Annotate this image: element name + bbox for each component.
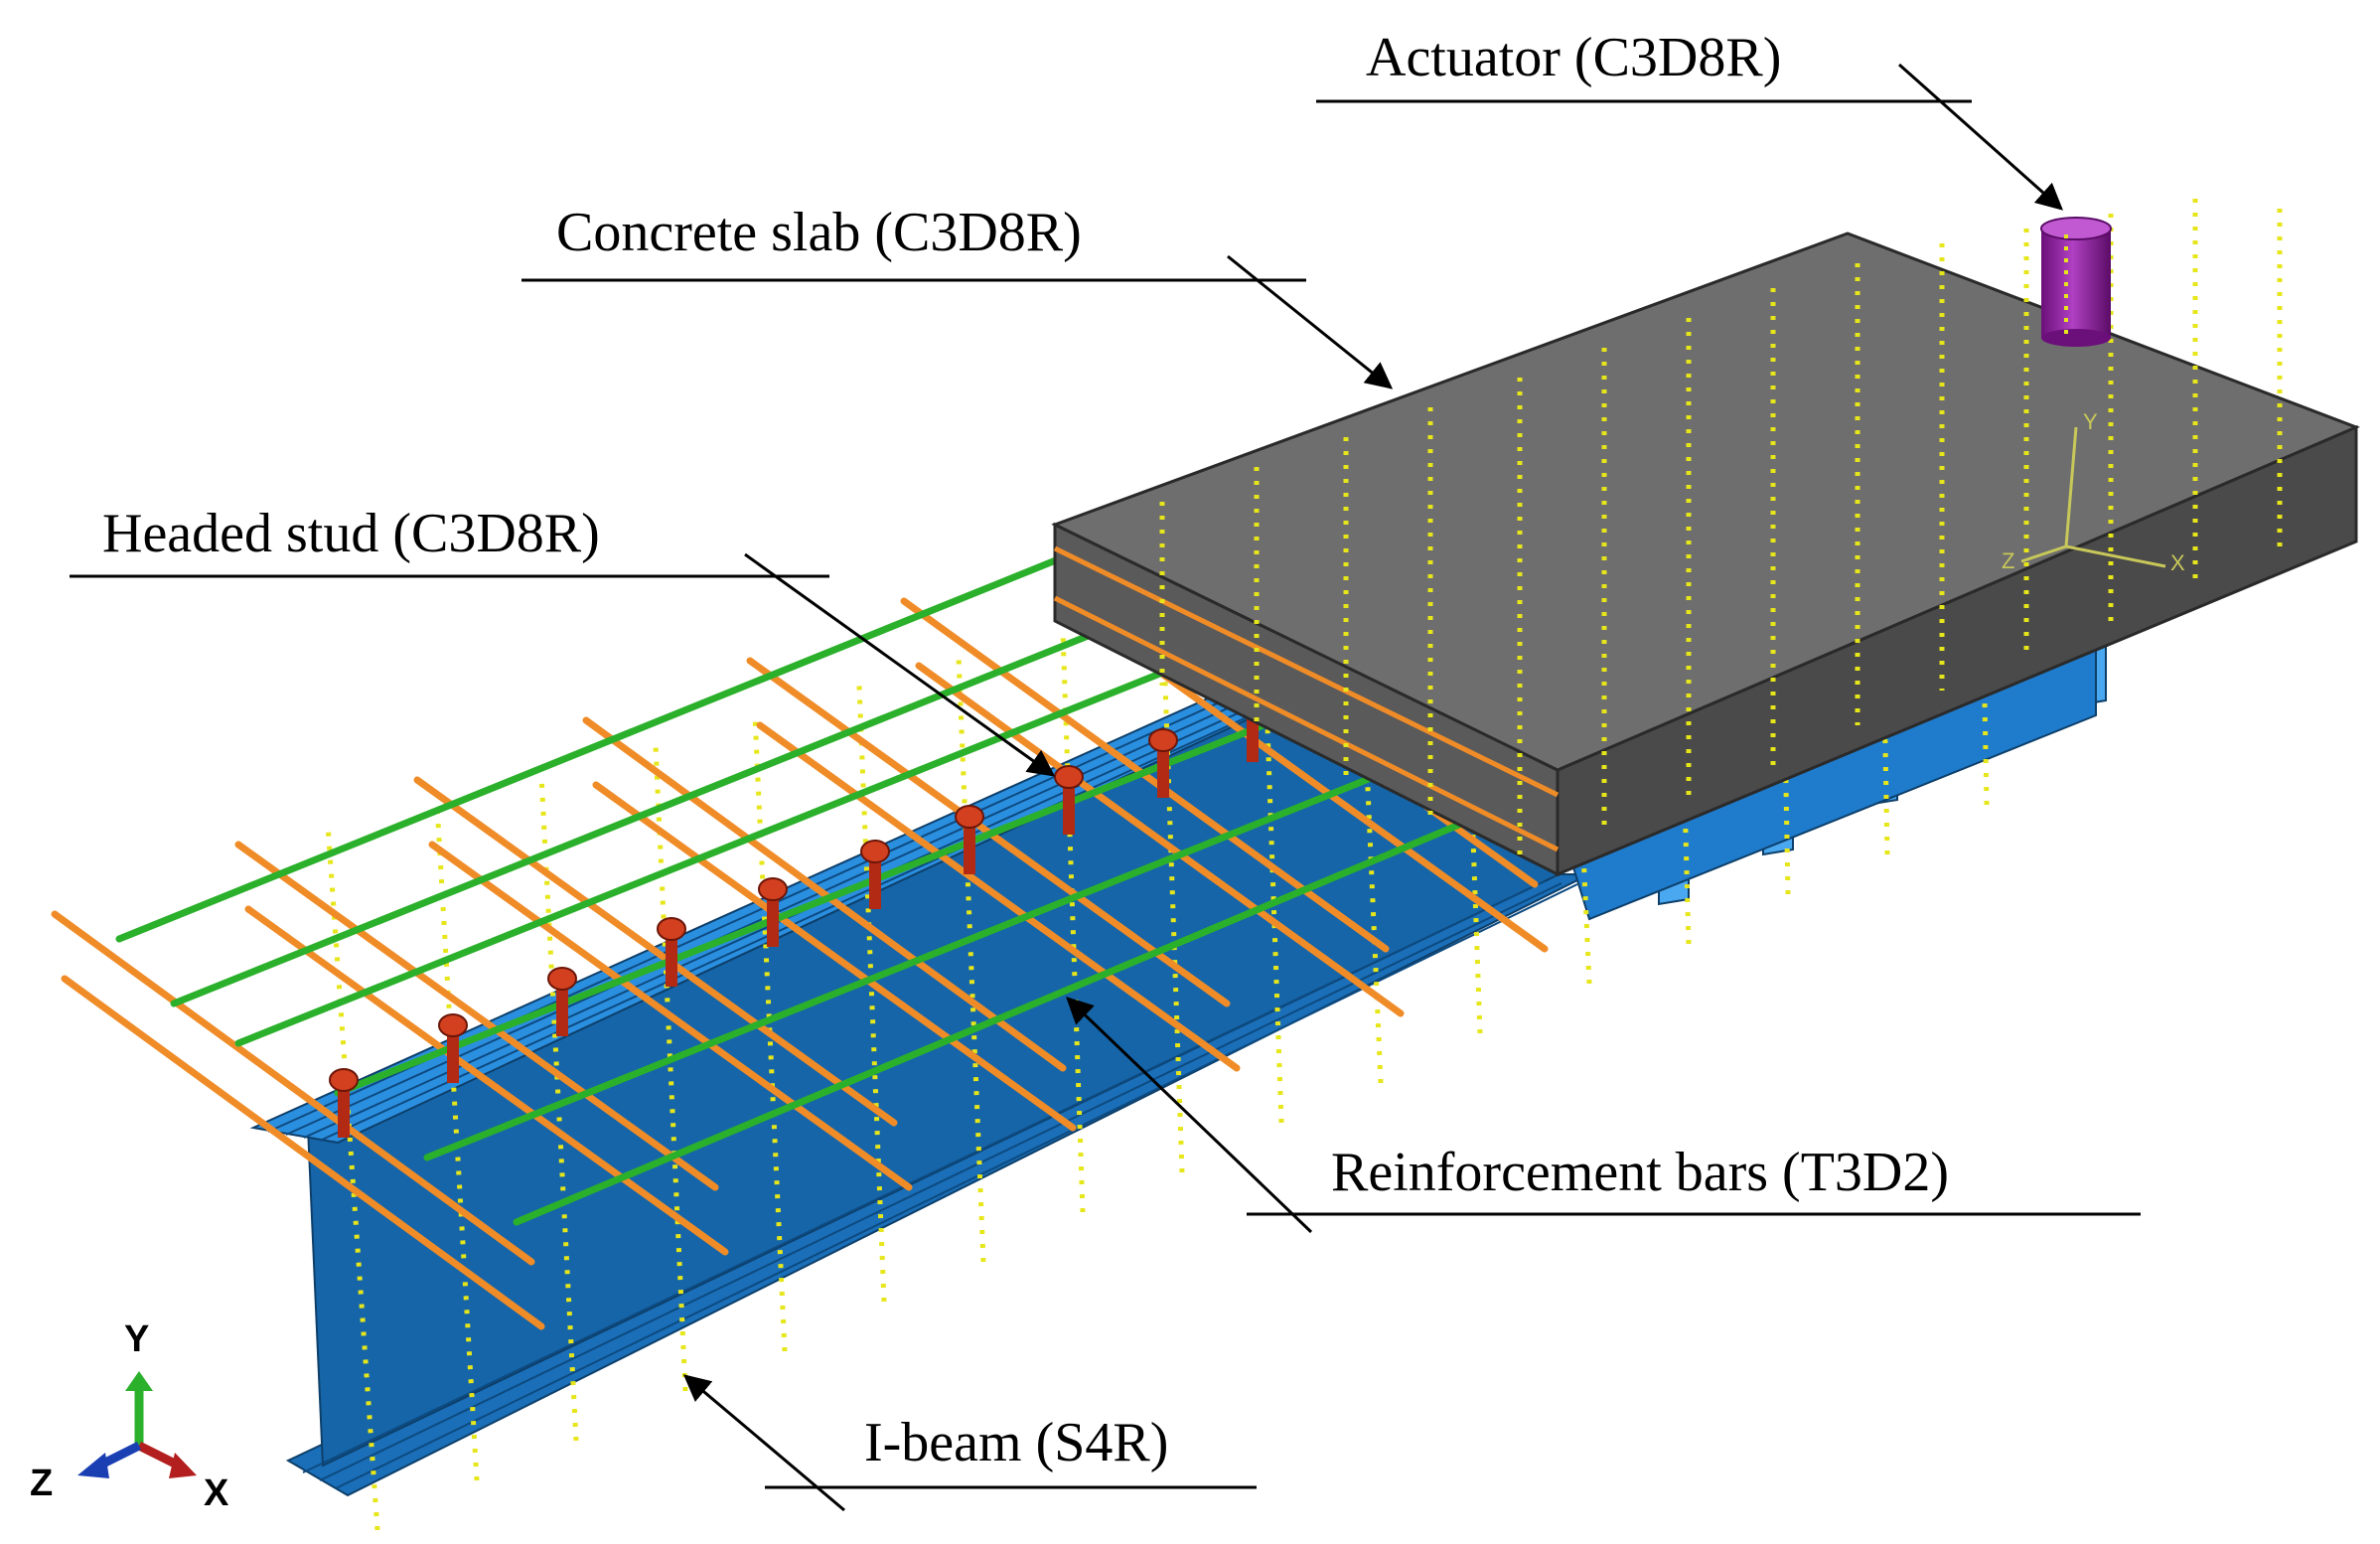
slab-axis-z-label: Z: [2002, 548, 2014, 573]
stud: [1054, 765, 1084, 835]
label-reinforcement-bars: Reinforcement bars (T3D2): [1331, 1142, 1949, 1203]
headed-studs: [329, 693, 1267, 1138]
label-ibeam: I-beam (S4R): [864, 1412, 1168, 1473]
slab-axis-x-label: X: [2170, 550, 2185, 575]
stud: [860, 840, 890, 909]
stud: [329, 1068, 359, 1138]
stud: [955, 805, 984, 874]
leader-reinforcement-bars: [1066, 997, 1313, 1234]
slab-axis-y-label: Y: [2083, 409, 2098, 434]
slab-tie-lines: [1159, 199, 2283, 854]
stud: [547, 967, 577, 1036]
slab-top-face: [1051, 232, 2360, 772]
label-concrete-slab: Concrete slab (C3D8R): [556, 202, 1082, 263]
axis-y-label: Y: [124, 1318, 149, 1360]
reinforcement-bars: [51, 538, 1549, 1330]
label-actuator: Actuator (C3D8R): [1366, 27, 1781, 88]
slab-embedded-bars: [1053, 545, 1560, 852]
stud: [657, 917, 686, 987]
leader-ibeam: [682, 1374, 845, 1512]
leader-concrete-slab: [1227, 254, 1394, 389]
label-headed-stud: Headed stud (C3D8R): [102, 503, 600, 564]
stud: [438, 1013, 468, 1083]
leader-headed-stud: [744, 552, 1056, 777]
axis-x-label: X: [204, 1472, 229, 1514]
stud: [1148, 728, 1178, 798]
annotations: Actuator (C3D8R) Concrete slab (C3D8R) H…: [70, 27, 2141, 1512]
actuator: [2040, 217, 2112, 347]
axis-z-label: Z: [30, 1463, 53, 1504]
slab-axis-triad: [2020, 426, 2166, 568]
stud: [758, 877, 788, 947]
leader-actuator: [1898, 63, 2064, 211]
concrete-slab: Y X Z: [1051, 199, 2360, 877]
global-axis-triad: Y Z X: [30, 1318, 229, 1514]
